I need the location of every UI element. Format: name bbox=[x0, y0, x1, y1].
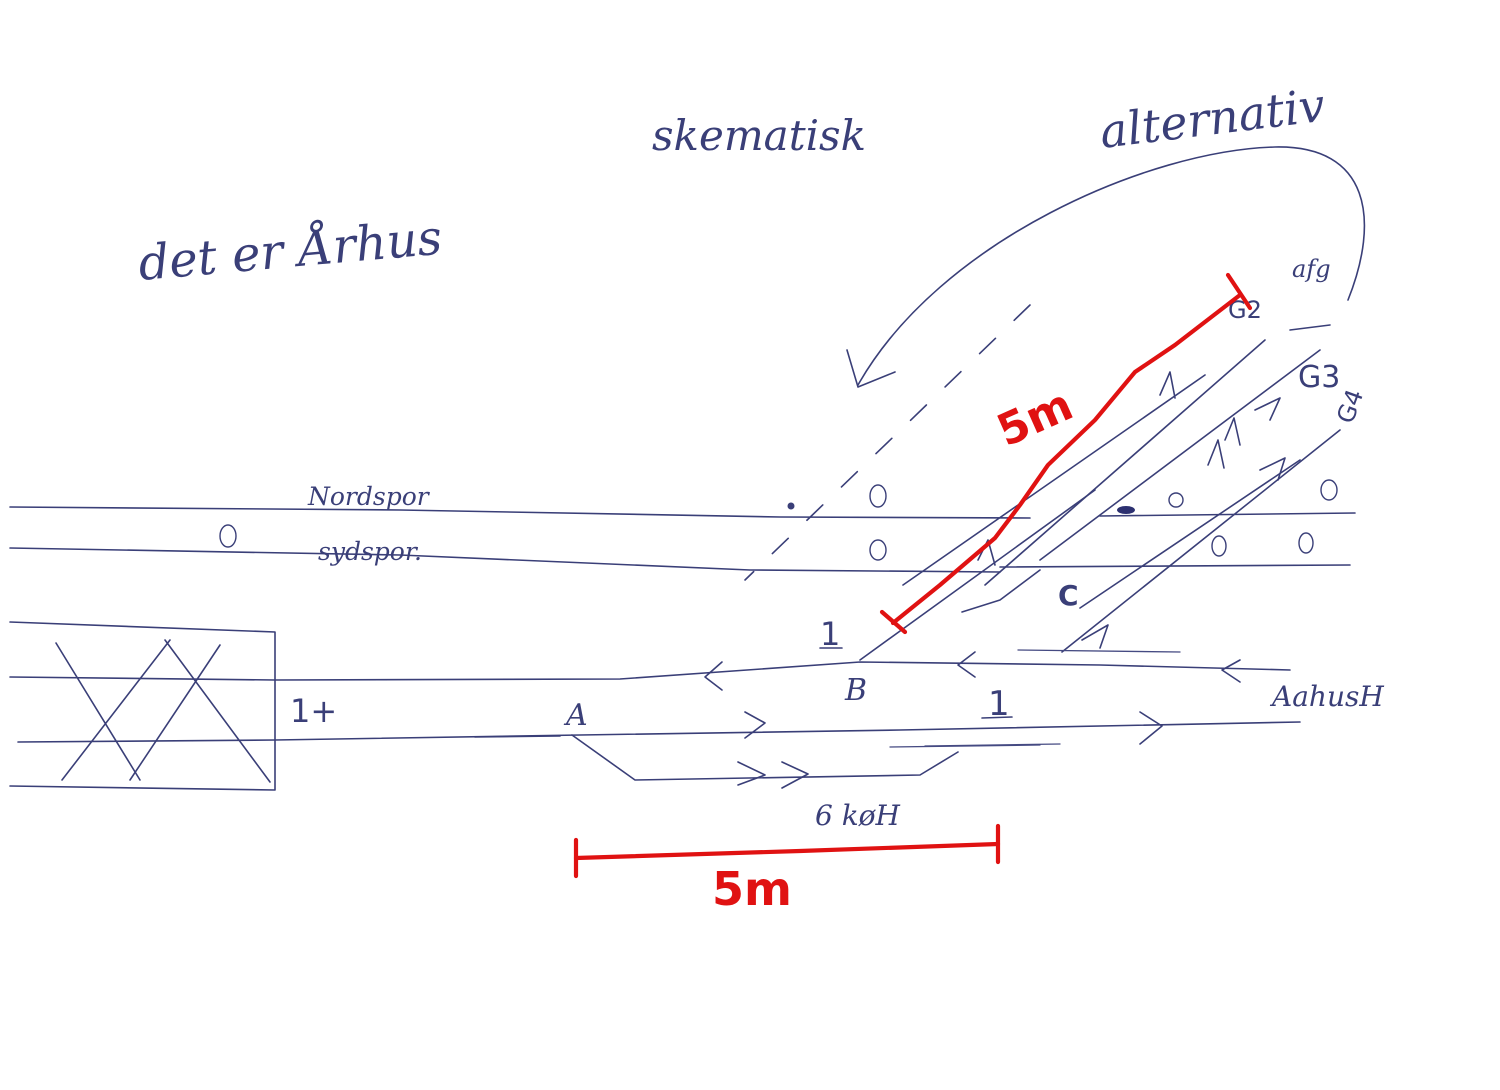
signal-dot bbox=[787, 502, 795, 510]
main-track-lower bbox=[17, 721, 1301, 743]
sydspor-label: sydspor. bbox=[318, 537, 422, 566]
signal-circle bbox=[869, 484, 887, 508]
underline-one-bottom bbox=[981, 716, 1013, 719]
signal-circle bbox=[1168, 492, 1184, 508]
label-one-bottom: 1 bbox=[988, 684, 1010, 724]
signal-dot bbox=[1117, 506, 1135, 514]
location-label: det er Århus bbox=[136, 209, 444, 292]
afg-label: afg bbox=[1292, 255, 1331, 283]
direction-arrows bbox=[704, 651, 1241, 789]
label-one-plus: 1+ bbox=[290, 692, 337, 730]
signal-circle bbox=[1298, 532, 1314, 554]
signal-circle bbox=[219, 524, 237, 548]
six-koeh-label: 6 køH bbox=[815, 799, 901, 832]
main-track-upper bbox=[9, 661, 1291, 681]
diagonal-tracks bbox=[859, 324, 1341, 661]
signal-markers bbox=[219, 479, 1338, 561]
diagonal-measurement bbox=[879, 272, 1253, 635]
nordspor-track bbox=[9, 506, 1356, 519]
title-schematic: skematisk bbox=[652, 111, 866, 160]
g3-label: G3 bbox=[1298, 360, 1340, 395]
point-b-label: B bbox=[844, 673, 867, 708]
title-alternative: alternativ bbox=[1097, 78, 1328, 159]
signal-circle bbox=[869, 539, 887, 561]
point-c-label: C bbox=[1058, 579, 1079, 612]
signal-circle bbox=[1211, 535, 1227, 557]
dashed-alternative-route bbox=[744, 304, 1031, 581]
point-a-label: A bbox=[563, 698, 588, 733]
signal-circle bbox=[1320, 479, 1338, 501]
horizontal-measure-label: 5m bbox=[712, 862, 792, 916]
alternative-arrow bbox=[846, 146, 1366, 388]
sydspor-track bbox=[9, 547, 1351, 573]
label-one-top: 1 bbox=[820, 615, 840, 653]
siding-loop bbox=[571, 734, 1061, 781]
aarhus-h-label: AahusH bbox=[1269, 680, 1384, 713]
nordspor-label: Nordspor bbox=[307, 482, 431, 511]
horizontal-measurement bbox=[573, 823, 1001, 879]
diagonal-chevrons bbox=[977, 371, 1286, 649]
crossover-box bbox=[9, 621, 276, 791]
